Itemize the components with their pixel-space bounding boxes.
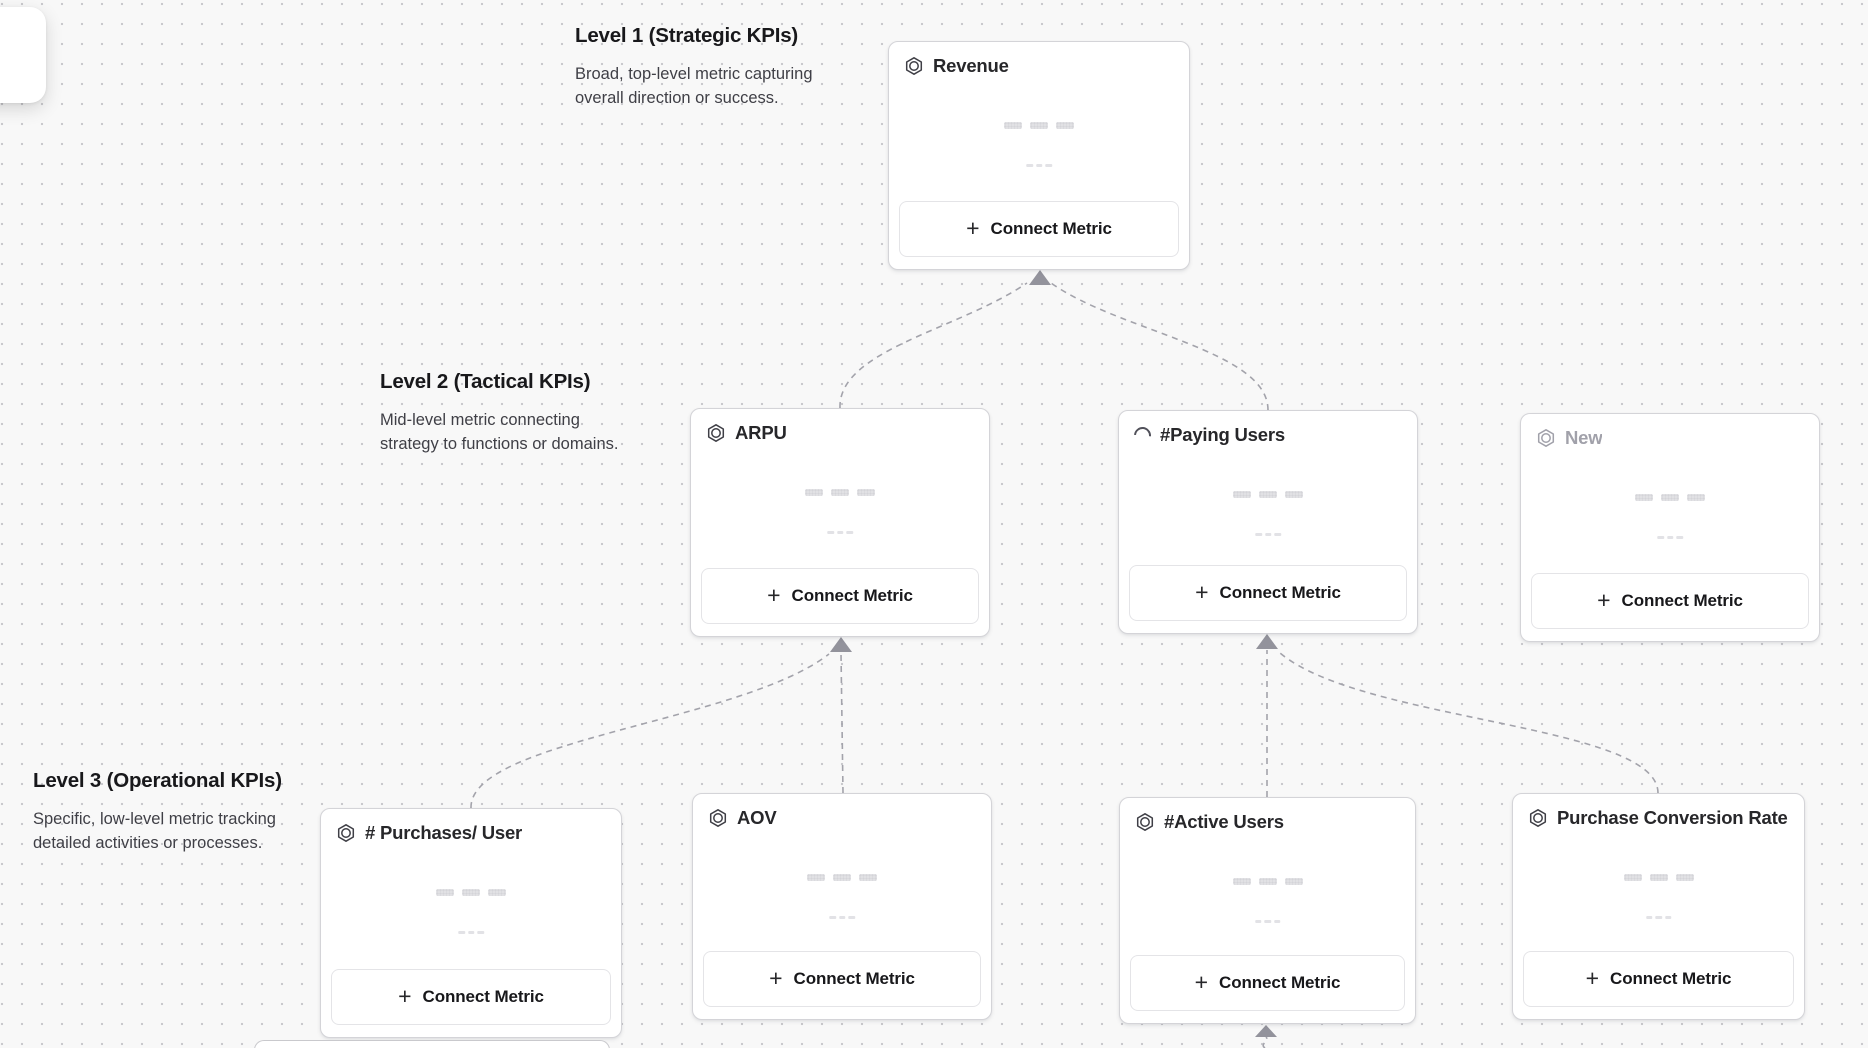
- hexagon-metric-icon: [904, 56, 924, 76]
- kpi-card-arpu[interactable]: ARPU + Connect Metric: [690, 408, 990, 637]
- card-title: #Paying Users: [1160, 424, 1285, 445]
- card-title: AOV: [737, 807, 777, 828]
- level-3-title: Level 3 (Operational KPIs): [33, 769, 282, 792]
- connector-offscreen-to-activeusers: [1262, 1036, 1268, 1048]
- plus-icon: +: [767, 581, 781, 608]
- connect-metric-label: Connect Metric: [422, 987, 545, 1006]
- plus-icon: +: [769, 964, 783, 991]
- card-title: New: [1565, 427, 1603, 448]
- chart-skeleton: [807, 874, 877, 881]
- connector-payingusers-to-revenue: [1050, 282, 1269, 411]
- level-2-title: Level 2 (Tactical KPIs): [380, 370, 591, 393]
- loading-spinner-icon: [1130, 423, 1155, 447]
- kpi-card-revenue[interactable]: Revenue + Connect Metric: [888, 41, 1190, 270]
- hexagon-metric-icon: [706, 423, 726, 443]
- level-3-header: Level 3 (Operational KPIs) Specific, low…: [33, 769, 295, 855]
- connector-pcr-to-payingusers: [1279, 652, 1659, 794]
- level-3-description: Specific, low-level metric tracking deta…: [33, 810, 276, 852]
- plus-icon: +: [1585, 964, 1600, 991]
- level-2-header: Level 2 (Tactical KPIs) Mid-level metric…: [380, 370, 642, 456]
- chart-skeleton-sub: [458, 931, 484, 934]
- chart-skeleton-sub: [1255, 533, 1281, 536]
- kpi-card-purchase-conversion-rate[interactable]: Purchase Conversion Rate + Connect Metri…: [1512, 793, 1805, 1020]
- chart-skeleton: [1232, 878, 1303, 885]
- plus-icon: +: [1194, 968, 1209, 995]
- kpi-card-purchases-per-user[interactable]: # Purchases/ User + Connect Metric: [320, 808, 622, 1038]
- chart-skeleton: [436, 889, 506, 896]
- level-1-header: Level 1 (Strategic KPIs) Broad, top-leve…: [575, 24, 837, 110]
- connect-metric-button[interactable]: + Connect Metric: [703, 951, 981, 1007]
- card-title: Revenue: [933, 55, 1009, 76]
- connect-metric-button[interactable]: + Connect Metric: [1129, 565, 1407, 621]
- plus-icon: +: [1597, 586, 1611, 613]
- arrowhead-into-revenue: [1029, 270, 1051, 285]
- connect-metric-label: Connect Metric: [1219, 583, 1342, 602]
- chart-skeleton-sub: [1254, 920, 1281, 923]
- connector-aov-to-arpu: [840, 652, 844, 794]
- floating-toolbar-fragment[interactable]: [0, 7, 46, 103]
- connect-metric-button[interactable]: + Connect Metric: [701, 568, 979, 624]
- hexagon-metric-icon: [336, 823, 356, 843]
- connect-metric-label: Connect Metric: [1219, 973, 1341, 992]
- connect-metric-label: Connect Metric: [793, 969, 916, 988]
- hexagon-metric-icon: [1135, 812, 1155, 832]
- hexagon-metric-icon: [1536, 428, 1556, 448]
- connect-metric-label: Connect Metric: [1621, 591, 1744, 610]
- connect-metric-button[interactable]: + Connect Metric: [899, 201, 1179, 257]
- kpi-card-active-users[interactable]: #Active Users + Connect Metric: [1119, 797, 1416, 1024]
- kpi-card-paying-users[interactable]: #Paying Users + Connect Metric: [1118, 410, 1418, 634]
- chart-skeleton-sub: [829, 916, 855, 919]
- connect-metric-label: Connect Metric: [791, 586, 914, 605]
- connect-metric-button[interactable]: + Connect Metric: [1130, 955, 1405, 1011]
- kpi-card-new[interactable]: New + Connect Metric: [1520, 413, 1820, 642]
- connector-purchases-to-arpu: [470, 653, 830, 809]
- chart-skeleton: [805, 489, 875, 496]
- connect-metric-label: Connect Metric: [1610, 969, 1732, 988]
- card-title: ARPU: [735, 422, 787, 443]
- level-2-description: Mid-level metric connecting strategy to …: [380, 411, 619, 453]
- connect-metric-label: Connect Metric: [990, 219, 1113, 238]
- chart-skeleton-sub: [1026, 164, 1052, 167]
- plus-icon: +: [966, 214, 980, 241]
- chart-skeleton: [1635, 494, 1705, 501]
- arrowhead-into-activeusers: [1255, 1025, 1277, 1037]
- connect-metric-button[interactable]: + Connect Metric: [1523, 951, 1794, 1007]
- chart-skeleton: [1004, 122, 1074, 129]
- kpi-card-aov[interactable]: AOV + Connect Metric: [692, 793, 992, 1020]
- level-1-title: Level 1 (Strategic KPIs): [575, 24, 799, 47]
- connect-metric-button[interactable]: + Connect Metric: [331, 969, 611, 1025]
- chart-skeleton-sub: [1645, 916, 1672, 919]
- arrowhead-into-payingusers: [1256, 634, 1278, 649]
- arrowhead-into-arpu: [830, 637, 852, 652]
- plus-icon: +: [398, 982, 412, 1009]
- kpi-card-offscreen-bottom[interactable]: [254, 1040, 610, 1048]
- card-title: Purchase Conversion Rate: [1557, 807, 1788, 828]
- card-title: # Purchases/ User: [365, 822, 523, 843]
- level-1-description: Broad, top-level metric capturing overal…: [575, 65, 813, 107]
- chart-skeleton: [1233, 491, 1303, 498]
- hexagon-metric-icon: [708, 808, 728, 828]
- chart-skeleton: [1623, 874, 1694, 881]
- hexagon-metric-icon: [1528, 808, 1548, 828]
- connect-metric-button[interactable]: + Connect Metric: [1531, 573, 1809, 629]
- connector-arpu-to-revenue: [839, 282, 1028, 409]
- plus-icon: +: [1195, 578, 1209, 605]
- card-title: #Active Users: [1164, 811, 1284, 832]
- chart-skeleton-sub: [827, 531, 853, 534]
- chart-skeleton-sub: [1657, 536, 1683, 539]
